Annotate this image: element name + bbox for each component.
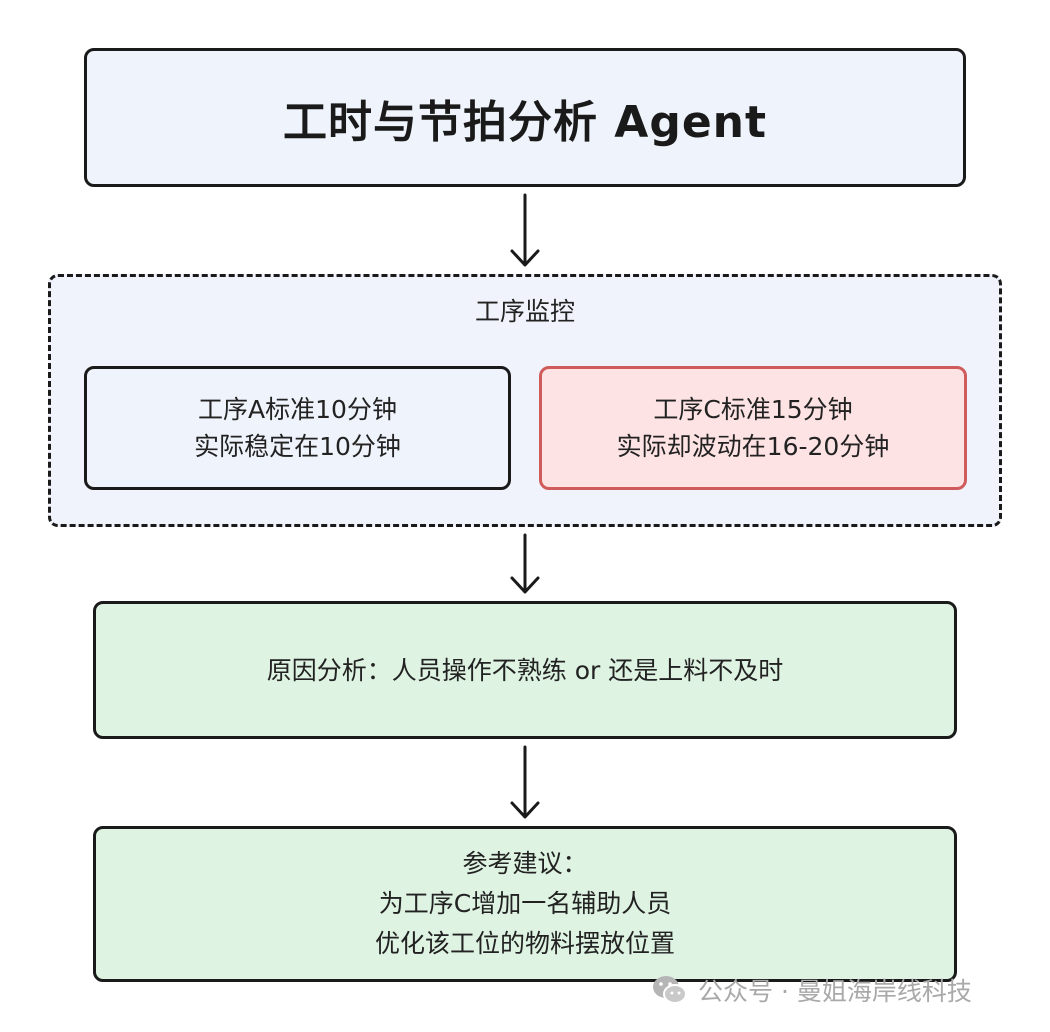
process-a-actual: 实际稳定在10分钟 [194,432,401,461]
group-label: 工序监控 [474,297,575,326]
process-c-actual: 实际却波动在16-20分钟 [616,432,890,461]
wechat-icon [653,976,687,1004]
arrow-monitor-to-analysis [510,533,540,594]
watermark: 公众号 · 曼姐海岸线科技 [650,970,972,1010]
process-a-box: 工序A标准10分钟 实际稳定在10分钟 [84,366,511,490]
title-box: 工时与节拍分析 Agent [84,48,966,187]
diagram-title: 工时与节拍分析 Agent [282,96,768,148]
process-a-standard: 工序A标准10分钟 [198,395,397,424]
process-c-box: 工序C标准15分钟 实际却波动在16-20分钟 [539,366,967,490]
arrow-title-to-monitor [510,193,540,267]
analysis-text: 原因分析：人员操作不熟练 or 还是上料不及时 [266,655,784,685]
analysis-box: 原因分析：人员操作不熟练 or 还是上料不及时 [93,601,957,739]
advice-item-1: 为工序C增加一名辅助人员 [378,889,672,918]
advice-item-2: 优化该工位的物料摆放位置 [374,929,675,958]
process-c-standard: 工序C标准15分钟 [653,395,853,424]
advice-heading: 参考建议： [462,849,588,878]
arrow-analysis-to-advice [510,745,540,819]
advice-box: 参考建议： 为工序C增加一名辅助人员 优化该工位的物料摆放位置 [93,826,957,982]
watermark-text: 公众号 · 曼姐海岸线科技 [698,977,972,1006]
